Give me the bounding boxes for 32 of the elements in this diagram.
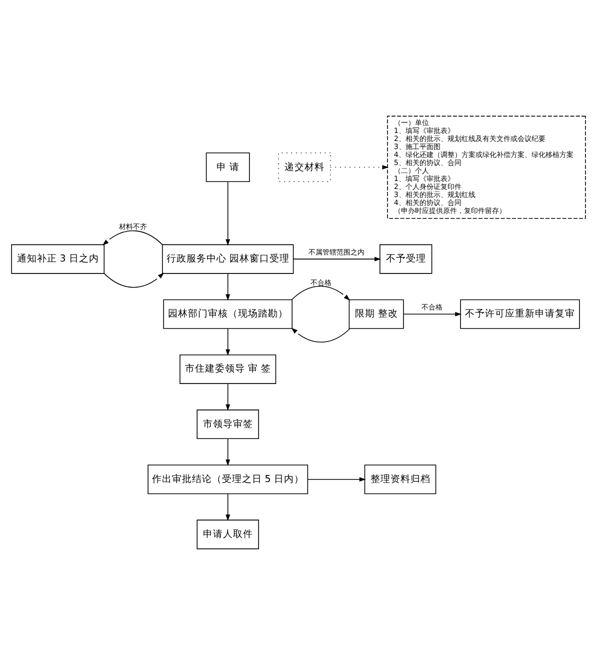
node-box: 市领导审签 bbox=[196, 409, 259, 439]
arrow bbox=[403, 311, 462, 316]
arrow bbox=[226, 272, 230, 300]
node-box: 递交材料 bbox=[278, 152, 331, 182]
arrow bbox=[291, 327, 350, 342]
arrow bbox=[226, 493, 230, 520]
node-box: 申 请 bbox=[206, 152, 250, 182]
arrow bbox=[226, 382, 230, 410]
node-box: 行政服务中心 园林窗口受理 bbox=[162, 244, 294, 274]
node-box: 整理资料归档 bbox=[364, 464, 436, 494]
node-box: 申请人取件 bbox=[196, 519, 259, 549]
node-box: 作出审批结论（受理之日 5 日内） bbox=[148, 464, 308, 494]
arrow bbox=[308, 476, 366, 482]
arrow bbox=[226, 328, 230, 356]
node-box: 市住建委领导 审 签 bbox=[180, 354, 276, 384]
arrow bbox=[102, 230, 163, 245]
node-box: 园林部门审核（现场踏勘） bbox=[163, 298, 293, 328]
node-box: （一）单位 1、填写《审批表》 2、相关的批示、规划红线及有关文件或会议纪要 3、施工平面图 4、绿化还建（调整）方案或绿化补偿方案、绿化移植方案 5、相关的协议、合同 （二）个人 1、填写《审批表》 2、个人身份证复印件 3、相关的批示、规划红线 4、相关的协议、合同 （申办时应提供原件，复印件留存） bbox=[387, 115, 586, 218]
edge-label: 不合格 bbox=[310, 277, 332, 286]
edge-label: 不合格 bbox=[421, 302, 442, 312]
node-box: 通知补正 3 日之内 bbox=[11, 244, 105, 274]
arrow bbox=[104, 272, 164, 288]
edge-label: 不属管辖范围之内 bbox=[308, 246, 365, 256]
arrow bbox=[330, 164, 389, 170]
node-box: 限期 整改 bbox=[348, 298, 404, 328]
arrow bbox=[226, 180, 230, 246]
arrow bbox=[291, 285, 350, 300]
arrow bbox=[226, 438, 230, 466]
edge-label: 材料不齐 bbox=[118, 221, 147, 230]
node-box: 不予受理 bbox=[380, 244, 432, 274]
arrow bbox=[292, 256, 381, 261]
node-box: 不予许可应重新申请复审 bbox=[460, 298, 580, 328]
